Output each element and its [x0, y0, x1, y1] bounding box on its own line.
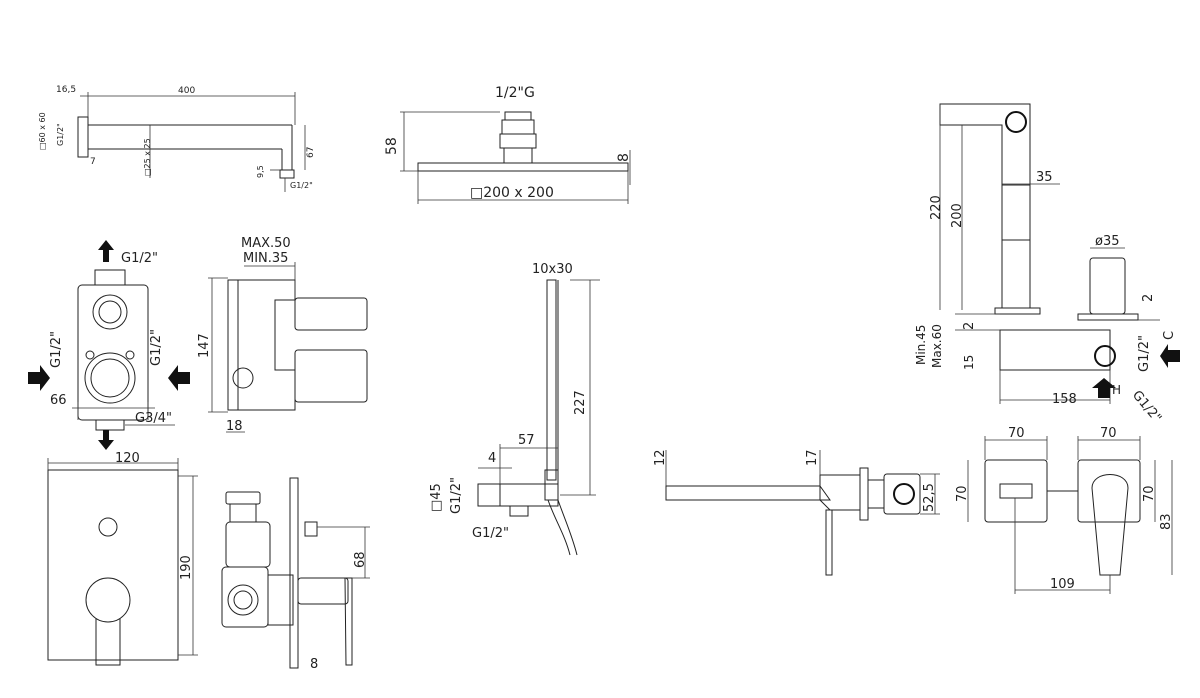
arm-thread-right: G1/2": [290, 181, 313, 190]
valve-min: MIN.35: [243, 251, 288, 266]
spout-dim-2-right: 2: [1141, 294, 1156, 302]
head-size: □200 x 200: [470, 185, 554, 201]
hand-shower-drawing: [477, 279, 600, 556]
spout-thread-2: G1/2": [1129, 388, 1164, 426]
hand-shower-size: 10x30: [532, 262, 573, 277]
section-dim-68: 68: [353, 551, 368, 568]
arrow-h-icon: [1092, 378, 1116, 398]
valve-side-drawing: [208, 262, 368, 433]
spout-dim-2-left: 2: [962, 322, 977, 330]
hand-shower-square: □45: [429, 483, 444, 512]
arrow-c-icon: [1160, 344, 1180, 368]
spout-dim-158: 158: [1052, 392, 1077, 407]
shower-arm-drawing: [77, 92, 306, 192]
section-dim-8: 8: [310, 657, 318, 672]
spout-height-200: 200: [950, 203, 965, 228]
spout-dim-15: 15: [962, 355, 976, 370]
arm-flange-size: □60 x 60: [38, 112, 47, 150]
spout-label-h: H: [1112, 383, 1121, 397]
spout-plan-drawing: [665, 450, 940, 576]
arrow-up-icon: [98, 240, 114, 262]
front-width-2: 70: [1100, 426, 1117, 441]
arm-dim-67: 67: [306, 147, 316, 158]
valve-body-drawing: [72, 269, 175, 431]
arm-dim-9-5: 9,5: [256, 165, 265, 178]
cover-width: 120: [115, 451, 140, 466]
arrow-down-icon: [98, 430, 114, 450]
valve-depth: 18: [226, 419, 243, 434]
valve-top-thread: G1/2": [121, 251, 158, 266]
arm-dim-7: 7: [90, 157, 96, 167]
spout-thread-1: G1/2": [1137, 335, 1152, 372]
head-thread: 1/2"G: [495, 85, 535, 101]
spout-diameter: ø35: [1095, 234, 1120, 249]
shower-head-drawing: [400, 111, 631, 204]
front-dim-83: 83: [1159, 513, 1174, 530]
hand-shower-dim-57: 57: [518, 433, 535, 448]
front-width-1: 70: [1008, 426, 1025, 441]
valve-section-drawing: [221, 477, 370, 669]
valve-width: 66: [50, 393, 67, 408]
spout-height-220: 220: [929, 195, 944, 220]
cover-height: 190: [179, 555, 194, 580]
valve-bottom-thread: G3/4": [135, 411, 172, 426]
hand-shower-length: 227: [573, 390, 588, 415]
valve-height: 147: [197, 333, 212, 358]
plan-dim-52-5: 52,5: [922, 483, 937, 512]
spout-dim-35: 35: [1036, 170, 1053, 185]
front-height-1: 70: [955, 485, 970, 502]
valve-left-thread: G1/2": [49, 331, 64, 368]
plan-dim-17: 17: [805, 449, 820, 466]
spout-min: Min.45: [914, 325, 928, 365]
head-thickness: 8: [616, 153, 632, 162]
valve-right-thread: G1/2": [149, 329, 164, 366]
head-height: 58: [384, 137, 400, 155]
arm-dim-400: 400: [178, 86, 195, 96]
arrow-right-in-icon: [28, 365, 50, 391]
valve-max: MAX.50: [241, 236, 291, 251]
front-height-2: 70: [1142, 485, 1157, 502]
front-view-drawing: [967, 436, 1173, 594]
spout-max: Max.60: [930, 324, 944, 368]
hand-shower-thread-1: G1/2": [449, 477, 464, 514]
hand-shower-dim-4: 4: [488, 451, 496, 466]
arm-tube-size: □25 x 25: [143, 138, 152, 176]
spout-label-c: C: [1162, 331, 1177, 340]
plan-dim-12: 12: [653, 449, 668, 466]
arm-dim-16-5: 16,5: [56, 85, 76, 95]
arm-thread-left: G1/2": [56, 123, 65, 146]
arrow-left-in-icon: [168, 365, 190, 391]
cover-plate-drawing: [47, 458, 198, 666]
front-dim-109: 109: [1050, 577, 1075, 592]
hand-shower-thread-2: G1/2": [472, 526, 509, 541]
